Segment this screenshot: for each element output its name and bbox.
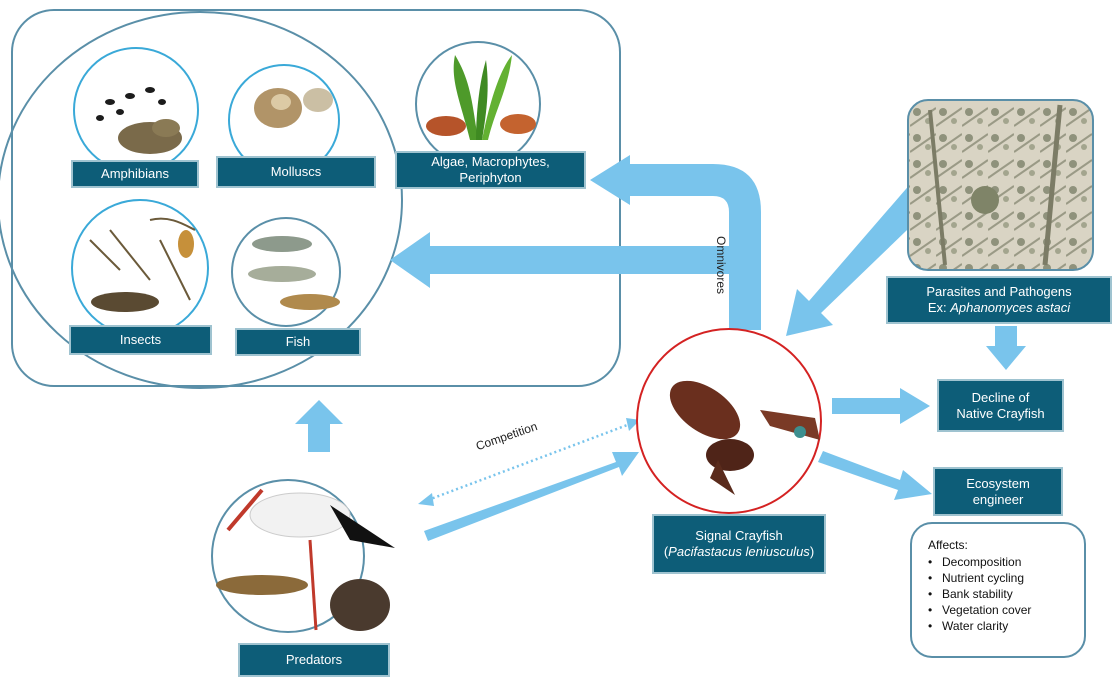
amphibians-text: Amphibians bbox=[101, 166, 169, 182]
affects-item: Decomposition bbox=[928, 554, 1084, 570]
predation-up-arrow bbox=[295, 400, 343, 452]
decline-arrow bbox=[832, 388, 930, 424]
affects-box: Affects: Decomposition Nutrient cycling … bbox=[910, 522, 1086, 658]
omnivores-text: Omnivores bbox=[714, 236, 728, 296]
predators-label: Predators bbox=[238, 643, 390, 677]
insects-text: Insects bbox=[120, 332, 161, 348]
affects-title: Affects: bbox=[928, 538, 1084, 552]
engineer-label: Ecosystem engineer bbox=[933, 467, 1063, 516]
insects-label: Insects bbox=[69, 325, 212, 355]
signal-crayfish-image bbox=[637, 329, 821, 513]
fish-image bbox=[232, 218, 340, 326]
predators-text: Predators bbox=[286, 652, 342, 668]
algae-label: Algae, Macrophytes, Periphyton bbox=[395, 151, 586, 189]
insects-image bbox=[72, 200, 208, 336]
predation-crayfish-arrow bbox=[424, 452, 639, 541]
engineer-text-2: engineer bbox=[973, 492, 1024, 508]
decline-text-1: Decline of bbox=[972, 390, 1030, 406]
amphibians-image bbox=[74, 48, 198, 172]
fish-text: Fish bbox=[286, 334, 311, 350]
affects-item: Water clarity bbox=[928, 618, 1084, 634]
predators-image bbox=[212, 480, 395, 632]
signal-text-1: Signal Crayfish bbox=[695, 528, 782, 544]
amphibians-label: Amphibians bbox=[71, 160, 199, 188]
decline-label: Decline of Native Crayfish bbox=[937, 379, 1064, 432]
fish-label: Fish bbox=[235, 328, 361, 356]
molluscs-label: Molluscs bbox=[216, 156, 376, 188]
signal-crayfish-label: Signal Crayfish (Pacifastacus leniusculu… bbox=[652, 514, 826, 574]
algae-text-2: Periphyton bbox=[459, 170, 521, 186]
molluscs-text: Molluscs bbox=[271, 164, 322, 180]
algae-text-1: Algae, Macrophytes, bbox=[431, 154, 550, 170]
parasites-label: Parasites and Pathogens Ex: Aphanomyces … bbox=[886, 276, 1112, 324]
parasites-text-2: Ex: Aphanomyces astaci bbox=[928, 300, 1070, 316]
engineer-arrow bbox=[818, 451, 932, 500]
signal-species: Pacifastacus leniusculus bbox=[668, 544, 810, 559]
decline-text-2: Native Crayfish bbox=[956, 406, 1044, 422]
algae-image bbox=[416, 42, 540, 166]
parasites-species: Aphanomyces astaci bbox=[950, 300, 1070, 315]
parasites-text-1: Parasites and Pathogens bbox=[926, 284, 1071, 300]
parasites-image bbox=[908, 100, 1093, 270]
affects-item: Vegetation cover bbox=[928, 602, 1084, 618]
signal-text-2: (Pacifastacus leniusculus) bbox=[664, 544, 814, 560]
affects-list: Decomposition Nutrient cycling Bank stab… bbox=[928, 554, 1084, 634]
parasite-decline-arrow bbox=[986, 326, 1026, 370]
affects-item: Bank stability bbox=[928, 586, 1084, 602]
competition-head-left bbox=[418, 493, 434, 506]
affects-item: Nutrient cycling bbox=[928, 570, 1084, 586]
engineer-text-1: Ecosystem bbox=[966, 476, 1030, 492]
